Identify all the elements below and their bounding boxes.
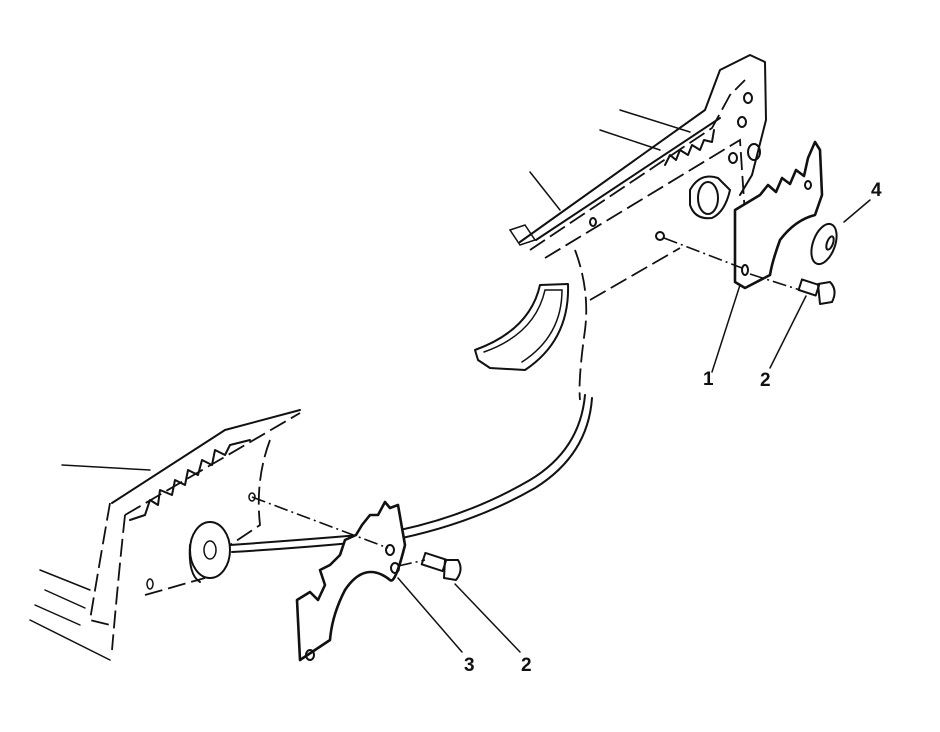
left-deck-housing: [29, 409, 301, 661]
height-adjuster-plate-right: [733, 140, 824, 290]
assembly-center-lines: [251, 237, 801, 567]
handle-grip: [474, 283, 570, 371]
callout-1: 1: [703, 369, 714, 390]
callout-2-right: 2: [760, 370, 771, 391]
connecting-wire: [229, 394, 593, 553]
bolt-right: [797, 278, 836, 305]
right-deck-housing: [508, 54, 767, 401]
callout-3: 3: [464, 655, 475, 676]
washer: [810, 222, 838, 266]
callout-2-left: 2: [521, 655, 532, 676]
height-adjuster-plate-left: [295, 500, 407, 662]
callout-4: 4: [871, 180, 882, 201]
leader-lines: [397, 199, 871, 653]
bolt-left: [420, 551, 462, 581]
